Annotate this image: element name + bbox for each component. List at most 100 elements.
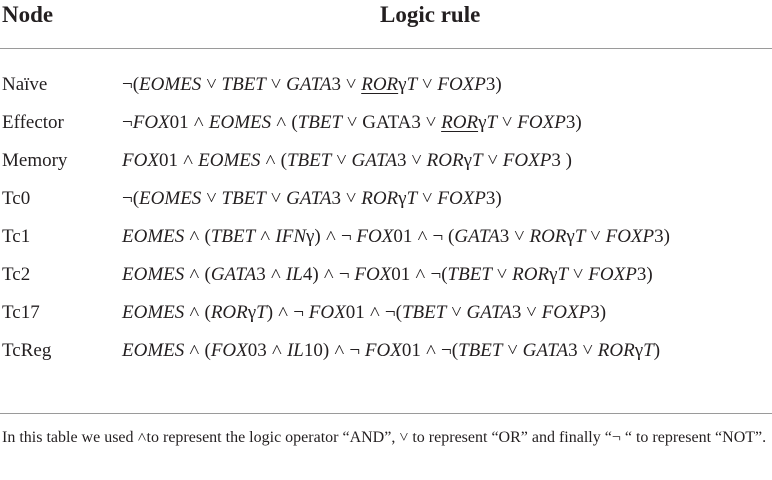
- rule-segment: T: [406, 188, 418, 209]
- rule-segment: 3 ): [551, 150, 572, 171]
- rule-segment: 3 ˅: [396, 150, 427, 171]
- rule-segment: 3 ˅: [499, 226, 530, 247]
- logic-rule-cell: ¬FOX01 ˄ EOMES ˄ (TBET ˅ GATA3 ˅ RORγT ˅…: [122, 112, 582, 134]
- rule-segment: 03 ˄: [247, 340, 287, 361]
- rule-segment: ˅: [446, 302, 467, 323]
- rule-segment: ¬(: [122, 74, 140, 95]
- rule-segment: ˄ (: [271, 112, 298, 133]
- rule-segment: ˅: [502, 340, 523, 361]
- rule-segment: 01 ˄: [158, 150, 199, 171]
- rule-segment: T: [472, 150, 483, 171]
- rule-segment: GATA: [286, 74, 332, 95]
- rule-segment: ROR: [361, 74, 399, 95]
- rule-segment: ˅: [482, 150, 503, 171]
- rule-segment: ROR: [361, 188, 399, 209]
- table-footnote: In this table we used ˄to represent the …: [2, 429, 767, 446]
- rule-segment: FOXP: [517, 112, 566, 133]
- rule-segment: EOMES: [198, 150, 261, 171]
- rule-segment: FOXP: [541, 302, 591, 323]
- rule-segment: EOMES: [122, 264, 185, 285]
- rule-segment: FOX: [210, 340, 248, 361]
- node-cell: TcReg: [2, 340, 52, 361]
- logic-rule-cell: ¬(EOMES ˅ TBET ˅ GATA3 ˅ RORγT ˅ FOXP3): [122, 188, 502, 210]
- rule-segment: 3 ˅: [331, 74, 362, 95]
- table-row: Tc0 ¬(EOMES ˅ TBET ˅ GATA3 ˅ RORγT ˅ FOXP…: [0, 188, 772, 226]
- rule-segment: γ: [463, 150, 472, 171]
- rule-segment: 01 ˄ ¬(: [401, 340, 459, 361]
- rule-segment: GATA: [454, 226, 500, 247]
- rule-segment: ˅: [201, 74, 222, 95]
- rule-segment: ˄: [255, 226, 276, 247]
- rule-segment: IL: [285, 264, 303, 285]
- rule-segment: γ) ˄ ¬: [306, 226, 357, 247]
- rule-segment: FOXP: [437, 188, 486, 209]
- rule-segment: EOMES: [122, 302, 185, 323]
- rule-segment: 01 ˄ ¬(: [391, 264, 448, 285]
- rule-segment: ˅: [417, 74, 438, 95]
- rule-segment: TBET: [447, 264, 492, 285]
- logic-rule-cell: EOMES ˄ (TBET ˄ IFNγ) ˄ ¬ FOX01 ˄ ¬ (GAT…: [122, 226, 670, 248]
- rule-segment: ˅: [568, 264, 589, 285]
- rule-segment: T: [557, 264, 569, 285]
- rule-segment: FOX: [132, 112, 170, 133]
- node-cell: Tc1: [2, 226, 31, 247]
- logic-rule-cell: EOMES ˄ (GATA3 ˄ IL4) ˄ ¬ FOX01 ˄ ¬(TBET…: [122, 264, 653, 286]
- rule-segment: EOMES: [139, 74, 202, 95]
- rule-segment: ˄ (: [184, 340, 211, 361]
- header-node: Node: [2, 2, 54, 27]
- table-row: Effector ¬FOX01 ˄ EOMES ˄ (TBET ˅ GATA3 ˅…: [0, 112, 772, 150]
- rule-segment: γ: [398, 188, 407, 209]
- rule-segment: 3): [485, 188, 502, 209]
- rule-segment: 3): [636, 264, 653, 285]
- logic-rule-cell: FOX01 ˄ EOMES ˄ (TBET ˅ GATA3 ˅ RORγT ˅ …: [122, 150, 572, 172]
- rule-segment: ˅: [491, 264, 513, 285]
- logic-rule-cell: EOMES ˄ (FOX03 ˄ IL10) ˄ ¬ FOX01 ˄ ¬(TBE…: [122, 340, 660, 362]
- rule-segment: 3): [485, 74, 502, 95]
- rule-segment: FOX: [364, 340, 402, 361]
- rule-segment: TBET: [221, 188, 266, 209]
- rule-segment: GATA: [210, 264, 257, 285]
- rule-segment: EOMES: [139, 188, 202, 209]
- rule-segment: 10) ˄ ¬: [303, 340, 365, 361]
- rule-segment: FOX: [122, 150, 159, 171]
- node-cell: Memory: [2, 150, 68, 171]
- rule-segment: FOX: [308, 302, 346, 323]
- logic-rule-cell: EOMES ˄ (RORγT) ˄ ¬ FOX01 ˄ ¬(TBET ˅ GAT…: [122, 302, 606, 324]
- rule-segment: ˄ (: [260, 150, 287, 171]
- rule-segment: 3 ˅: [568, 340, 598, 361]
- node-cell: Tc17: [2, 302, 40, 323]
- rule-segment: T: [406, 74, 418, 95]
- rule-segment: 3 ˄: [256, 264, 286, 285]
- rule-segment: 3 ˅: [331, 188, 362, 209]
- rule-segment: T: [643, 340, 654, 361]
- rule-segment: 3): [590, 302, 607, 323]
- node-cell: Tc0: [2, 188, 31, 209]
- rule-segment: EOMES: [122, 226, 185, 247]
- rule-segment: IFN: [275, 226, 306, 247]
- rule-segment: GATA: [351, 150, 397, 171]
- node-cell: Effector: [2, 112, 64, 133]
- rule-segment: FOX: [356, 226, 394, 247]
- rule-segment: γ: [247, 302, 257, 323]
- node-cell: Tc2: [2, 264, 31, 285]
- rule-segment: γ: [566, 226, 575, 247]
- rule-segment: T: [256, 302, 267, 323]
- rule-segment: GATA: [286, 188, 332, 209]
- rule-segment: 4) ˄ ¬: [302, 264, 355, 285]
- rule-segment: ˅: [417, 188, 438, 209]
- rule-segment: γ: [398, 74, 407, 95]
- rule-segment: 01 ˄: [169, 112, 209, 133]
- header-divider: [0, 48, 772, 49]
- rule-segment: ¬: [122, 112, 133, 133]
- logic-rule-cell: ¬(EOMES ˅ TBET ˅ GATA3 ˅ RORγT ˅ FOXP3): [122, 74, 502, 96]
- table-header: Node Logic rule: [0, 0, 772, 44]
- rule-segment: ROR: [441, 112, 479, 133]
- header-logic-rule: Logic rule: [380, 2, 481, 27]
- rule-segment: ˅: [265, 188, 287, 209]
- rule-segment: GATA: [522, 340, 569, 361]
- rule-segment: 01 ˄ ¬ (: [393, 226, 455, 247]
- rule-segment: T: [574, 226, 586, 247]
